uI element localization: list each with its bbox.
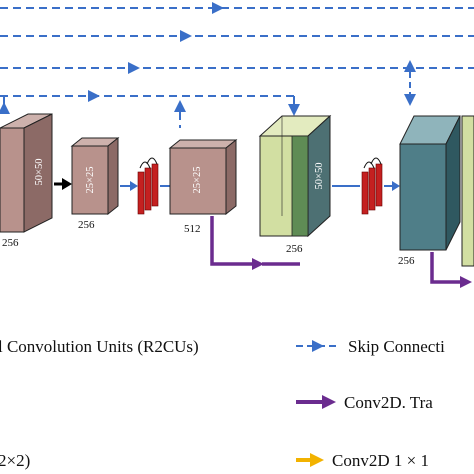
legend: l Convolution Units (R2CUs) Skip Connect… xyxy=(0,337,445,470)
transpose-arrow-icon xyxy=(210,216,300,270)
legend-skip-label: Skip Connecti xyxy=(348,337,445,356)
skip-connections-top xyxy=(0,7,474,69)
block-1-size-label: 50×50 xyxy=(34,159,45,186)
r2cu-stack-2-icon xyxy=(361,157,383,215)
pool-arrow-icon xyxy=(54,178,72,190)
block-2-size-label: 25×25 xyxy=(85,167,96,194)
legend-conv1x1-label: Conv2D 1 × 1 xyxy=(332,451,429,470)
block-2-channels: 256 xyxy=(78,219,95,231)
block-4-size-label: 50×50 xyxy=(314,163,325,190)
skip-connection-short-1 xyxy=(120,181,138,191)
block-1-channels: 256 xyxy=(2,237,19,249)
block-4-channels: 256 xyxy=(286,243,303,255)
skip-arrowheads-level2 xyxy=(0,90,300,116)
encoder-block-2: 25×25 xyxy=(70,136,120,216)
conv1x1-arrow-icon xyxy=(296,453,324,467)
r2cu-stack-icon xyxy=(137,157,159,215)
block-5-channels: 256 xyxy=(398,255,415,267)
skip-connection-short-4 xyxy=(384,181,400,191)
block-3-size-label: 25×25 xyxy=(192,167,203,194)
decoder-block-1: 50×50 xyxy=(258,114,332,238)
legend-r2cu-label: l Convolution Units (R2CUs) xyxy=(0,337,199,356)
encoder-block-3: 25×25 xyxy=(168,138,238,216)
skip-connection-arrow-icon xyxy=(296,340,336,352)
legend-transpose-label: Conv2D. Tra xyxy=(344,393,433,412)
transpose-legend-arrow-icon xyxy=(296,395,336,409)
skip-arrowheads-top xyxy=(128,2,416,74)
skip-drop-arrowhead xyxy=(404,94,416,106)
decoder-block-2 xyxy=(399,115,474,267)
transpose-arrow-2-icon xyxy=(430,252,472,288)
encoder-block-1: 50×50 xyxy=(0,113,53,233)
block-3-channels: 512 xyxy=(184,223,201,235)
legend-pool-label: 2×2) xyxy=(0,451,30,470)
